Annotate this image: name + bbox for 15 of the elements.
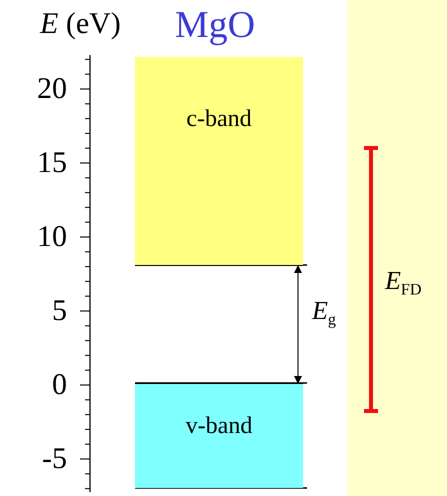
energy-band xyxy=(135,57,303,266)
edge-label: E$_{g}$ xyxy=(312,298,336,329)
tick-label: -5 xyxy=(42,444,67,474)
band-label: v-band xyxy=(186,414,252,441)
axis-title: E (eV) xyxy=(40,9,121,39)
tick-label: 0 xyxy=(52,370,67,400)
tick-label: 10 xyxy=(37,222,67,252)
tick-label: 5 xyxy=(52,296,67,326)
tick-label: 15 xyxy=(37,148,67,178)
diagram-title: MgO xyxy=(174,6,256,44)
band-label: c-band xyxy=(186,107,252,134)
energy-label: E$_{FD}$ xyxy=(385,268,422,299)
energy-band xyxy=(135,383,303,488)
tick-label: 20 xyxy=(37,74,67,104)
arrow xyxy=(294,265,302,384)
